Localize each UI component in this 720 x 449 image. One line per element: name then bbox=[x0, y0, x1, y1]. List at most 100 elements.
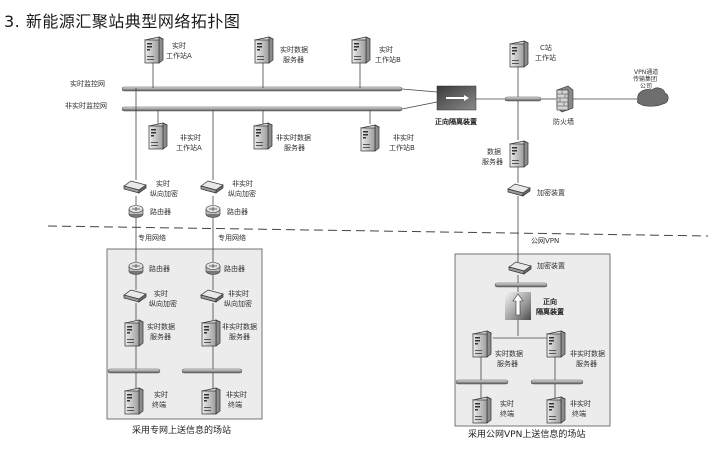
svg-text:非实时数据: 非实时数据 bbox=[570, 349, 605, 358]
realtime-bus-label: 实时监控网 bbox=[70, 79, 105, 88]
encryption-device[interactable]: 加密装置 bbox=[507, 183, 565, 197]
right-site-forward-isolation[interactable]: 正向 隔离装置 bbox=[505, 292, 564, 320]
svg-text:终端: 终端 bbox=[228, 400, 242, 409]
right-site-caption: 采用公网VPN上送信息的场站 bbox=[468, 428, 585, 440]
svg-text:隔离装置: 隔离装置 bbox=[536, 307, 564, 316]
left-site-connectors bbox=[135, 249, 214, 390]
svg-text:路由器: 路由器 bbox=[227, 207, 248, 216]
svg-text:工作站: 工作站 bbox=[535, 53, 556, 62]
right-site-rt-bus bbox=[455, 379, 509, 385]
svg-text:非实时: 非实时 bbox=[228, 289, 249, 298]
right-site-rt-terminal[interactable]: 实时 终端 bbox=[472, 396, 514, 424]
svg-text:服务器: 服务器 bbox=[150, 332, 171, 341]
left-site-nrt-encryptor[interactable]: 非实时 纵向加密 bbox=[200, 289, 252, 308]
svg-text:工作站A: 工作站A bbox=[166, 51, 192, 60]
vpn-cloud[interactable]: VPN通道 传输集团 公司 bbox=[633, 68, 669, 107]
svg-text:服务器: 服务器 bbox=[284, 143, 305, 152]
svg-text:纵向加密: 纵向加密 bbox=[149, 299, 177, 308]
svg-text:实时: 实时 bbox=[154, 390, 168, 399]
nrt-data-server[interactable]: 非实时数据 服务器 bbox=[253, 122, 311, 152]
diagram-title: 3. 新能源汇聚站典型网络拓扑图 bbox=[4, 12, 241, 31]
nrt-vertical-encryptor[interactable]: 非实时 纵向加密 bbox=[200, 179, 256, 198]
left-site-rt-bus bbox=[107, 368, 161, 374]
svg-text:实时: 实时 bbox=[154, 289, 168, 298]
svg-text:非实时: 非实时 bbox=[232, 179, 253, 188]
left-site-nrt-bus bbox=[181, 368, 243, 374]
right-site-nrt-bus bbox=[530, 379, 584, 385]
svg-text:实时数据: 实时数据 bbox=[147, 322, 175, 331]
svg-text:实时: 实时 bbox=[379, 45, 393, 54]
svg-text:传输集团: 传输集团 bbox=[633, 75, 657, 83]
left-site-nrt-terminal[interactable]: 非实时 终端 bbox=[201, 387, 247, 415]
svg-text:实时: 实时 bbox=[172, 41, 186, 50]
right-site-nrt-data-server[interactable]: 非实时数据 服务器 bbox=[546, 330, 605, 368]
nonrealtime-bus bbox=[121, 106, 403, 112]
svg-text:服务器: 服务器 bbox=[576, 359, 597, 368]
router-2[interactable]: 路由器 bbox=[205, 205, 248, 218]
router-1[interactable]: 路由器 bbox=[128, 205, 171, 218]
left-site-router-1[interactable]: 路由器 bbox=[128, 262, 170, 275]
svg-text:实时: 实时 bbox=[500, 399, 514, 408]
svg-text:非实时: 非实时 bbox=[226, 390, 247, 399]
rt-vertical-encryptor[interactable]: 实时 纵向加密 bbox=[123, 179, 178, 198]
nonrealtime-bus-label: 非实时监控网 bbox=[65, 101, 107, 110]
svg-text:路由器: 路由器 bbox=[150, 207, 171, 216]
c-station-workstation[interactable]: C站 工作站 bbox=[509, 40, 556, 68]
svg-text:非实时数据: 非实时数据 bbox=[276, 133, 311, 142]
right-site-nrt-terminal[interactable]: 非实时 终端 bbox=[546, 396, 591, 424]
dedicated-network-label-2: 专用网络 bbox=[218, 233, 246, 242]
nrt-workstation-a[interactable]: 非实时 工作站A bbox=[148, 122, 202, 152]
svg-text:服务器: 服务器 bbox=[482, 157, 503, 166]
right-site-rt-data-server[interactable]: 实时数据 服务器 bbox=[472, 330, 523, 368]
svg-text:纵向加密: 纵向加密 bbox=[224, 299, 252, 308]
nrt-workstation-b[interactable]: 非实时 工作站B bbox=[360, 124, 415, 152]
svg-text:C站: C站 bbox=[540, 43, 552, 52]
left-site-rt-data-server[interactable]: 实时数据 服务器 bbox=[124, 319, 175, 347]
svg-text:终端: 终端 bbox=[572, 409, 586, 418]
svg-text:实时数据: 实时数据 bbox=[495, 349, 523, 358]
firewall[interactable]: 防火墙 bbox=[553, 85, 574, 126]
left-site-caption: 采用专网上送信息的场站 bbox=[132, 424, 231, 436]
svg-text:纵向加密: 纵向加密 bbox=[150, 189, 178, 198]
svg-text:终端: 终端 bbox=[152, 400, 166, 409]
svg-text:服务器: 服务器 bbox=[497, 359, 518, 368]
svg-text:实时数据: 实时数据 bbox=[280, 45, 308, 54]
svg-text:防火墙: 防火墙 bbox=[553, 117, 574, 126]
left-site-rt-terminal[interactable]: 实时 终端 bbox=[124, 387, 168, 415]
public-vpn-label: 公网VPN bbox=[531, 237, 559, 245]
rt-workstation-a[interactable]: 实时 工作站A bbox=[144, 36, 192, 64]
svg-text:非实时: 非实时 bbox=[393, 133, 414, 142]
boundary-dashed-line bbox=[47, 225, 709, 237]
rt-data-server[interactable]: 实时数据 服务器 bbox=[254, 36, 308, 64]
svg-text:工作站B: 工作站B bbox=[389, 143, 415, 152]
svg-text:路由器: 路由器 bbox=[149, 264, 170, 273]
svg-text:VPN通道: VPN通道 bbox=[634, 68, 658, 76]
dedicated-network-label-1: 专用网络 bbox=[138, 233, 166, 242]
svg-text:服务器: 服务器 bbox=[229, 332, 250, 341]
svg-text:正向: 正向 bbox=[543, 297, 557, 306]
left-site-router-2[interactable]: 路由器 bbox=[205, 262, 245, 275]
svg-text:非实时数据: 非实时数据 bbox=[222, 322, 257, 331]
svg-text:非实时: 非实时 bbox=[570, 399, 591, 408]
left-site-nrt-data-server[interactable]: 非实时数据 服务器 bbox=[201, 319, 257, 347]
svg-text:加密装置: 加密装置 bbox=[537, 261, 565, 270]
rt-workstation-b[interactable]: 实时 工作站B bbox=[351, 36, 401, 64]
svg-text:工作站B: 工作站B bbox=[375, 55, 401, 64]
svg-text:加密装置: 加密装置 bbox=[537, 188, 565, 197]
svg-text:服务器: 服务器 bbox=[283, 55, 304, 64]
svg-text:工作站A: 工作站A bbox=[176, 143, 202, 152]
left-site-rt-encryptor[interactable]: 实时 纵向加密 bbox=[123, 289, 177, 308]
right-site-encryption-device[interactable]: 加密装置 bbox=[508, 261, 565, 275]
dmz-bus bbox=[504, 96, 542, 102]
right-site-top-bus bbox=[494, 282, 548, 288]
svg-text:公司: 公司 bbox=[640, 83, 652, 90]
data-server[interactable]: 数据 服务器 bbox=[482, 140, 529, 168]
svg-text:纵向加密: 纵向加密 bbox=[228, 189, 256, 198]
svg-text:数据: 数据 bbox=[487, 147, 501, 156]
forward-isolation-device[interactable]: 正向隔离装置 bbox=[435, 85, 477, 126]
svg-text:终端: 终端 bbox=[500, 409, 514, 418]
svg-text:正向隔离装置: 正向隔离装置 bbox=[435, 117, 477, 126]
svg-text:实时: 实时 bbox=[156, 179, 170, 188]
svg-text:路由器: 路由器 bbox=[224, 264, 245, 273]
